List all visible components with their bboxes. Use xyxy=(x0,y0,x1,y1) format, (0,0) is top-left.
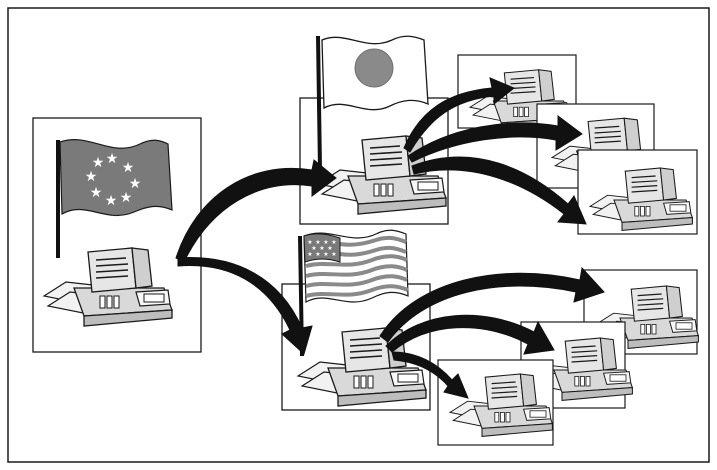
svg-text:★: ★ xyxy=(307,239,312,246)
svg-text:★: ★ xyxy=(323,251,328,258)
origin-node: ★ ★ ★ ★ ★ ★ ★ ★ xyxy=(32,117,202,353)
svg-text:★: ★ xyxy=(122,160,135,176)
japan-flagpole xyxy=(316,35,322,171)
svg-text:★: ★ xyxy=(327,245,332,252)
arrow-japan-to-r1 xyxy=(403,77,515,153)
japan-flag-icon xyxy=(321,35,429,111)
svg-text:★: ★ xyxy=(90,185,103,201)
svg-text:★: ★ xyxy=(319,245,324,252)
arrow-usa-to-r1 xyxy=(379,266,605,343)
svg-text:★: ★ xyxy=(307,251,312,258)
arrow-japan-to-r2 xyxy=(407,115,583,163)
svg-text:★: ★ xyxy=(331,251,336,258)
svg-text:★: ★ xyxy=(129,176,142,192)
arrow-usa-to-r3 xyxy=(391,351,469,399)
usa-recipient-3 xyxy=(437,359,554,446)
arrow-origin-to-japan xyxy=(175,159,337,263)
usa-flag-icon: ★★★★ ★★★ ★★★★ xyxy=(303,229,409,303)
svg-text:★: ★ xyxy=(315,251,320,258)
outer-frame xyxy=(7,7,710,463)
svg-text:★: ★ xyxy=(120,190,133,206)
svg-text:★: ★ xyxy=(331,239,336,246)
japan-hub-node xyxy=(299,35,449,225)
eu-flag-icon: ★ ★ ★ ★ ★ ★ ★ ★ xyxy=(59,139,173,217)
svg-text:★: ★ xyxy=(323,239,328,246)
arrow-japan-to-r3 xyxy=(411,156,587,225)
svg-text:★: ★ xyxy=(105,193,118,209)
svg-text:★: ★ xyxy=(311,245,316,252)
svg-text:★: ★ xyxy=(315,239,320,246)
arrow-origin-to-usa xyxy=(177,257,313,355)
svg-text:★: ★ xyxy=(106,151,119,167)
arrow-usa-to-r2 xyxy=(385,314,555,355)
japan-recipient-3 xyxy=(577,149,698,235)
svg-text:★: ★ xyxy=(92,155,105,171)
svg-text:★: ★ xyxy=(85,169,98,185)
